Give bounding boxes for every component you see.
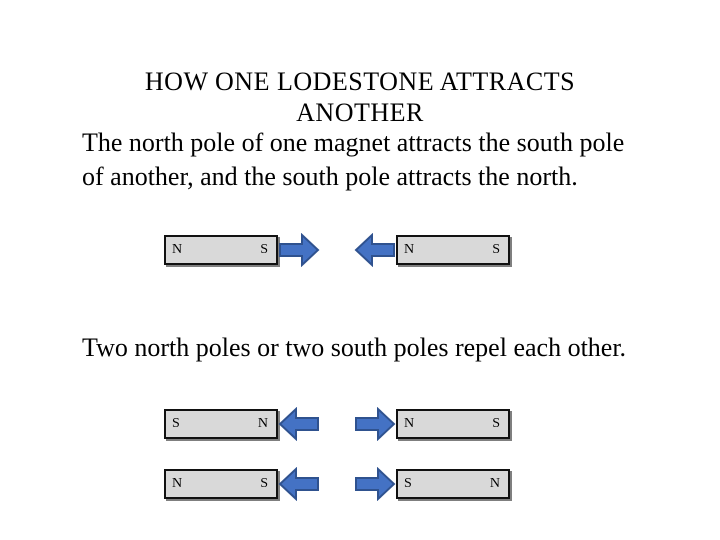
page-title: HOW ONE LODESTONE ATTRACTS ANOTHER [144, 67, 576, 127]
pole-label: S [492, 416, 500, 431]
arrow-right-icon [279, 233, 320, 267]
magnet-a: N S [164, 469, 278, 499]
pole-label: S [260, 476, 268, 491]
repulsion-text: Two north poles or two south poles repel… [82, 333, 627, 362]
pole-label: N [404, 242, 415, 257]
pole-label: S [260, 242, 268, 257]
arrow-left-icon [354, 233, 395, 267]
pole-label: N [404, 416, 415, 431]
pole-label: N [257, 416, 268, 431]
magnet-b: N S [396, 409, 510, 439]
pole-label: S [492, 242, 500, 257]
magnet-a: N S [164, 235, 278, 265]
arrow-right-icon [355, 407, 396, 441]
pole-label: N [172, 242, 183, 257]
arrow-left-icon [278, 407, 319, 441]
magnet-b: N S [396, 235, 510, 265]
pole-label: S [404, 476, 412, 491]
magnet-a: S N [164, 409, 278, 439]
magnet-b: S N [396, 469, 510, 499]
pole-label: N [489, 476, 500, 491]
pole-label: N [172, 476, 183, 491]
attraction-text: The north pole of one magnet attracts th… [82, 128, 625, 191]
arrow-left-icon [278, 467, 319, 501]
arrow-right-icon [355, 467, 396, 501]
pole-label: S [172, 416, 180, 431]
